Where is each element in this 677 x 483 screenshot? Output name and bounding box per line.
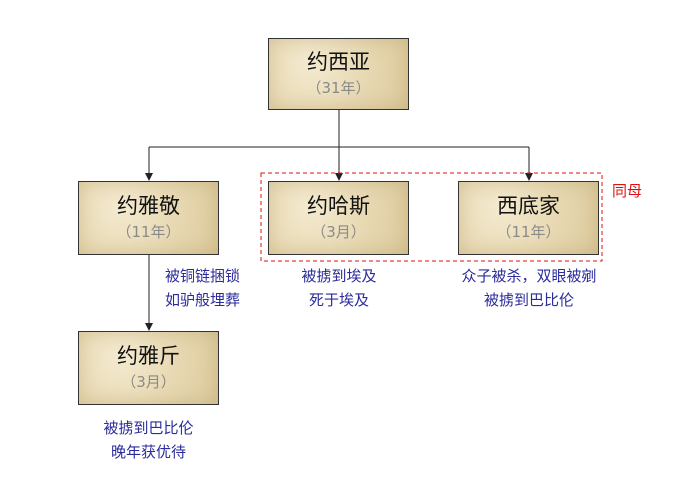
note-jehoahaz-line-2: 死于埃及 bbox=[308, 291, 369, 309]
note-jehoiakim: 被铜链捆锁 如驴般埋葬 bbox=[140, 264, 265, 312]
node-josiah-name: 约西亚 bbox=[307, 49, 370, 74]
node-josiah: 约西亚 （31年） bbox=[268, 38, 409, 110]
node-jehoiachin: 约雅斤 （3月） bbox=[78, 331, 219, 405]
node-zedekiah-reign: （11年） bbox=[496, 222, 561, 241]
node-josiah-reign: （31年） bbox=[306, 78, 371, 97]
note-jehoiakim-line-1: 被铜链捆锁 bbox=[164, 267, 240, 285]
note-jehoiachin-line-2: 晚年获优待 bbox=[110, 443, 186, 461]
note-jehoiachin-line-1: 被掳到巴比伦 bbox=[103, 419, 194, 437]
node-jehoiakim-reign: （11年） bbox=[116, 222, 181, 241]
node-jehoiakim-name: 约雅敬 bbox=[117, 193, 180, 218]
note-jehoiachin: 被掳到巴比伦 晚年获优待 bbox=[78, 416, 219, 464]
node-jehoahaz-name: 约哈斯 bbox=[307, 193, 370, 218]
note-jehoahaz: 被掳到埃及 死于埃及 bbox=[274, 264, 404, 312]
note-zedekiah: 众子被杀，双眼被剜 被掳到巴比伦 bbox=[439, 264, 619, 312]
node-jehoahaz: 约哈斯 （3月） bbox=[268, 181, 409, 255]
node-zedekiah-name: 西底家 bbox=[497, 193, 560, 218]
node-jehoiakim: 约雅敬 （11年） bbox=[78, 181, 219, 255]
note-jehoahaz-line-1: 被掳到埃及 bbox=[301, 267, 377, 285]
same-mother-label: 同母 bbox=[612, 182, 643, 200]
node-zedekiah: 西底家 （11年） bbox=[458, 181, 599, 255]
note-jehoiakim-line-2: 如驴般埋葬 bbox=[164, 291, 240, 309]
node-jehoahaz-reign: （3月） bbox=[311, 222, 366, 241]
note-zedekiah-line-1: 众子被杀，双眼被剜 bbox=[461, 267, 597, 285]
node-jehoiachin-reign: （3月） bbox=[121, 372, 176, 391]
same-mother-group-border bbox=[260, 172, 603, 262]
note-zedekiah-line-2: 被掳到巴比伦 bbox=[483, 291, 574, 309]
node-jehoiachin-name: 约雅斤 bbox=[117, 343, 180, 368]
